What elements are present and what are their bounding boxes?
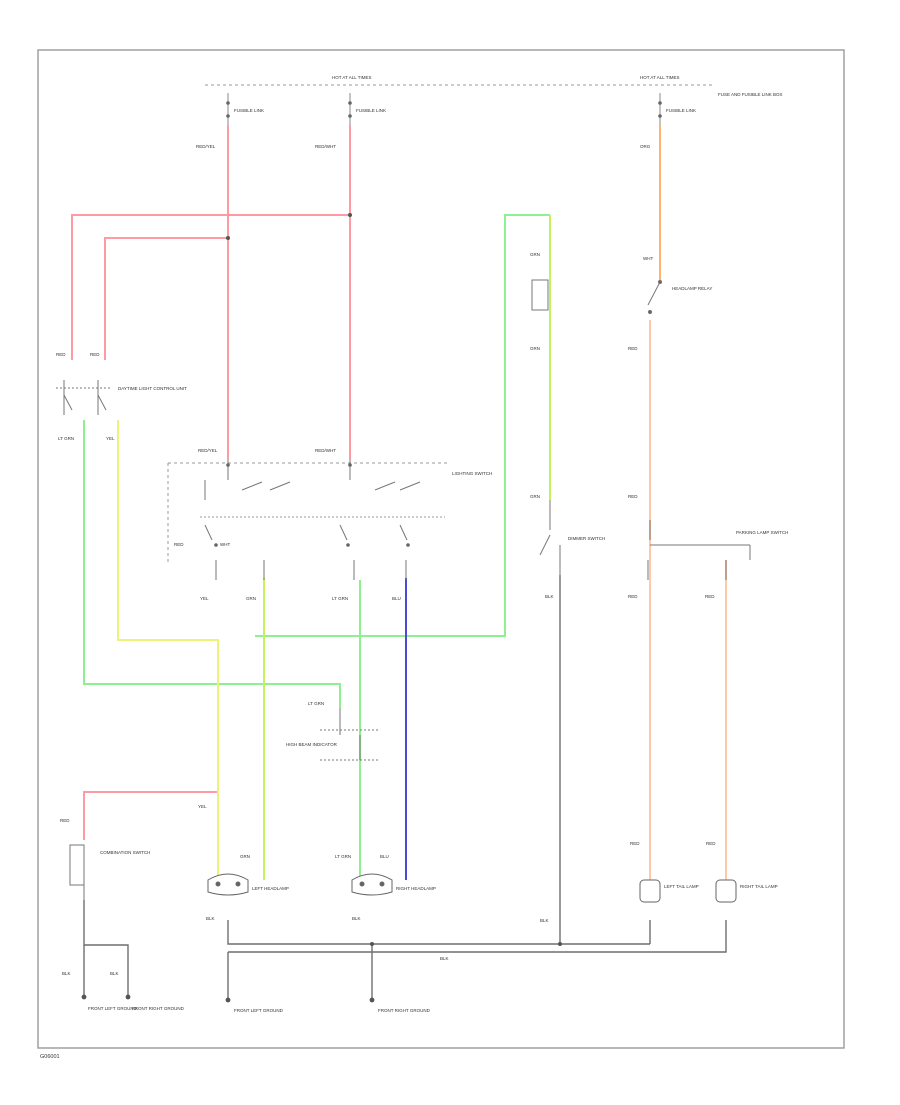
indicator-wire: LT GRN [308, 701, 324, 706]
left-tail-lamp [639, 879, 661, 903]
lt-wire: RED [630, 841, 640, 846]
junction-ground-1 [558, 942, 562, 946]
ls-out-1: YEL [200, 596, 209, 601]
lighting-switch [167, 460, 448, 580]
ground-mid-1: FRONT LEFT GROUND [234, 1008, 284, 1013]
relay-note: DAYTIME LIGHT CONTROL UNIT [118, 386, 187, 391]
relay-wire-b-label: RED [90, 352, 100, 357]
lg-wire-2: BLK [110, 971, 119, 976]
right-tail-lamp [715, 879, 737, 903]
headlamp-relay-note: HEADLAMP RELAY [672, 286, 712, 291]
fuse-mid: FUSIBLE LINK [348, 93, 386, 125]
wire-yellow [117, 420, 219, 880]
left-headlamp [207, 873, 249, 896]
hot-label-left: HOT AT ALL TIMES [332, 75, 372, 80]
rh-ground-wire: BLK [352, 916, 361, 921]
ground-symbols [81, 994, 375, 1003]
left-headlamp-label: LEFT HEADLAMP [252, 886, 289, 891]
junction-red-1 [226, 236, 230, 240]
fuse-mid-label: FUSIBLE LINK [356, 108, 386, 113]
wire-red-mid-label: RED/WHT [315, 144, 336, 149]
fuse-box-note: FUSE AND FUSIBLE LINK BOX [718, 92, 783, 97]
ls-out-3: LT GRN [332, 596, 348, 601]
fuse-right-label: FUSIBLE LINK [666, 108, 696, 113]
ground-left-2: FRONT RIGHT GROUND [132, 1006, 185, 1011]
peach-b-label: RED [628, 494, 638, 499]
wire-lime [263, 215, 551, 880]
wire-black [83, 575, 727, 1000]
ls-pos-2: WHT [220, 542, 230, 547]
junction-ground-2 [370, 942, 374, 946]
relay-wire-label: WHT [643, 256, 653, 261]
ground-mid-2: FRONT RIGHT GROUND [378, 1008, 431, 1013]
right-headlamp [351, 873, 393, 896]
left-tail-label: LEFT TAIL LAMP [664, 884, 699, 889]
lh-ground-wire: BLK [206, 916, 215, 921]
combination-switch [69, 844, 85, 900]
combo-wire: YEL [198, 804, 207, 809]
rt-wire: RED [706, 841, 716, 846]
ground-bus-label-2: BLK [440, 956, 449, 961]
ls-out-4: BLU [392, 596, 401, 601]
lg-wire-1: BLK [62, 971, 71, 976]
ls-wire-a-label: RED/YEL [198, 448, 218, 453]
lighting-switch-label: LIGHTING SWITCH [452, 471, 492, 476]
fuse-left: FUSIBLE LINK [226, 93, 264, 125]
lh-wire-a: GRN [240, 854, 250, 859]
peach-a-label: RED [628, 346, 638, 351]
fuse-left-label: FUSIBLE LINK [234, 108, 264, 113]
hot-label-right: HOT AT ALL TIMES [640, 75, 680, 80]
relay-wire-a-label: RED [56, 352, 66, 357]
high-beam-indicator [320, 708, 380, 761]
daytime-light-control-unit [56, 380, 112, 415]
wire-green [83, 214, 550, 880]
wire-org-label: ORG [640, 144, 651, 149]
ls-wire-b-label: RED/WHT [315, 448, 336, 453]
rh-wire-b: LT GRN [335, 854, 351, 859]
wire-red-left-label: RED/YEL [196, 144, 216, 149]
ls-pos-1: RED [174, 542, 184, 547]
relay-wire-c-label: LT GRN [58, 436, 74, 441]
fuse-right: FUSIBLE LINK [658, 93, 696, 125]
dimmer-label: DIMMER SWITCH [568, 536, 605, 541]
wire-peach [649, 320, 727, 880]
park-lamp-switch-note: PARKING LAMP SWITCH [736, 530, 788, 535]
dimmer-top-label: GRN [530, 252, 540, 257]
ls-out-2: GRN [246, 596, 256, 601]
ground-left-1: FRONT LEFT GROUND [88, 1006, 138, 1011]
right-tail-label: RIGHT TAIL LAMP [740, 884, 778, 889]
dimmer-switch [539, 500, 751, 580]
relay-wire-d-label: YEL [106, 436, 115, 441]
dimmer-out-label: BLK [545, 594, 554, 599]
combo-wire-2: RED [60, 818, 70, 823]
wire-red [71, 125, 351, 840]
peach-d-label: RED [705, 594, 715, 599]
rh-wire-a: BLU [380, 854, 389, 859]
peach-c-label: RED [628, 594, 638, 599]
diagram-code: G06001 [40, 1054, 60, 1060]
dimmer-in-label: GRN [530, 494, 540, 499]
indicator-note: HIGH BEAM INDICATOR [286, 742, 338, 747]
junction-red-2 [348, 213, 352, 217]
right-headlamp-label: RIGHT HEADLAMP [396, 886, 436, 891]
dimmer-coil [531, 279, 549, 311]
dimmer-mid-label: GRN [530, 346, 540, 351]
headlamp-relay [647, 279, 663, 315]
diagram-frame [37, 49, 845, 1049]
combo-switch-note: COMBINATION SWITCH [100, 850, 150, 855]
ground-bus-label: BLK [540, 918, 549, 923]
